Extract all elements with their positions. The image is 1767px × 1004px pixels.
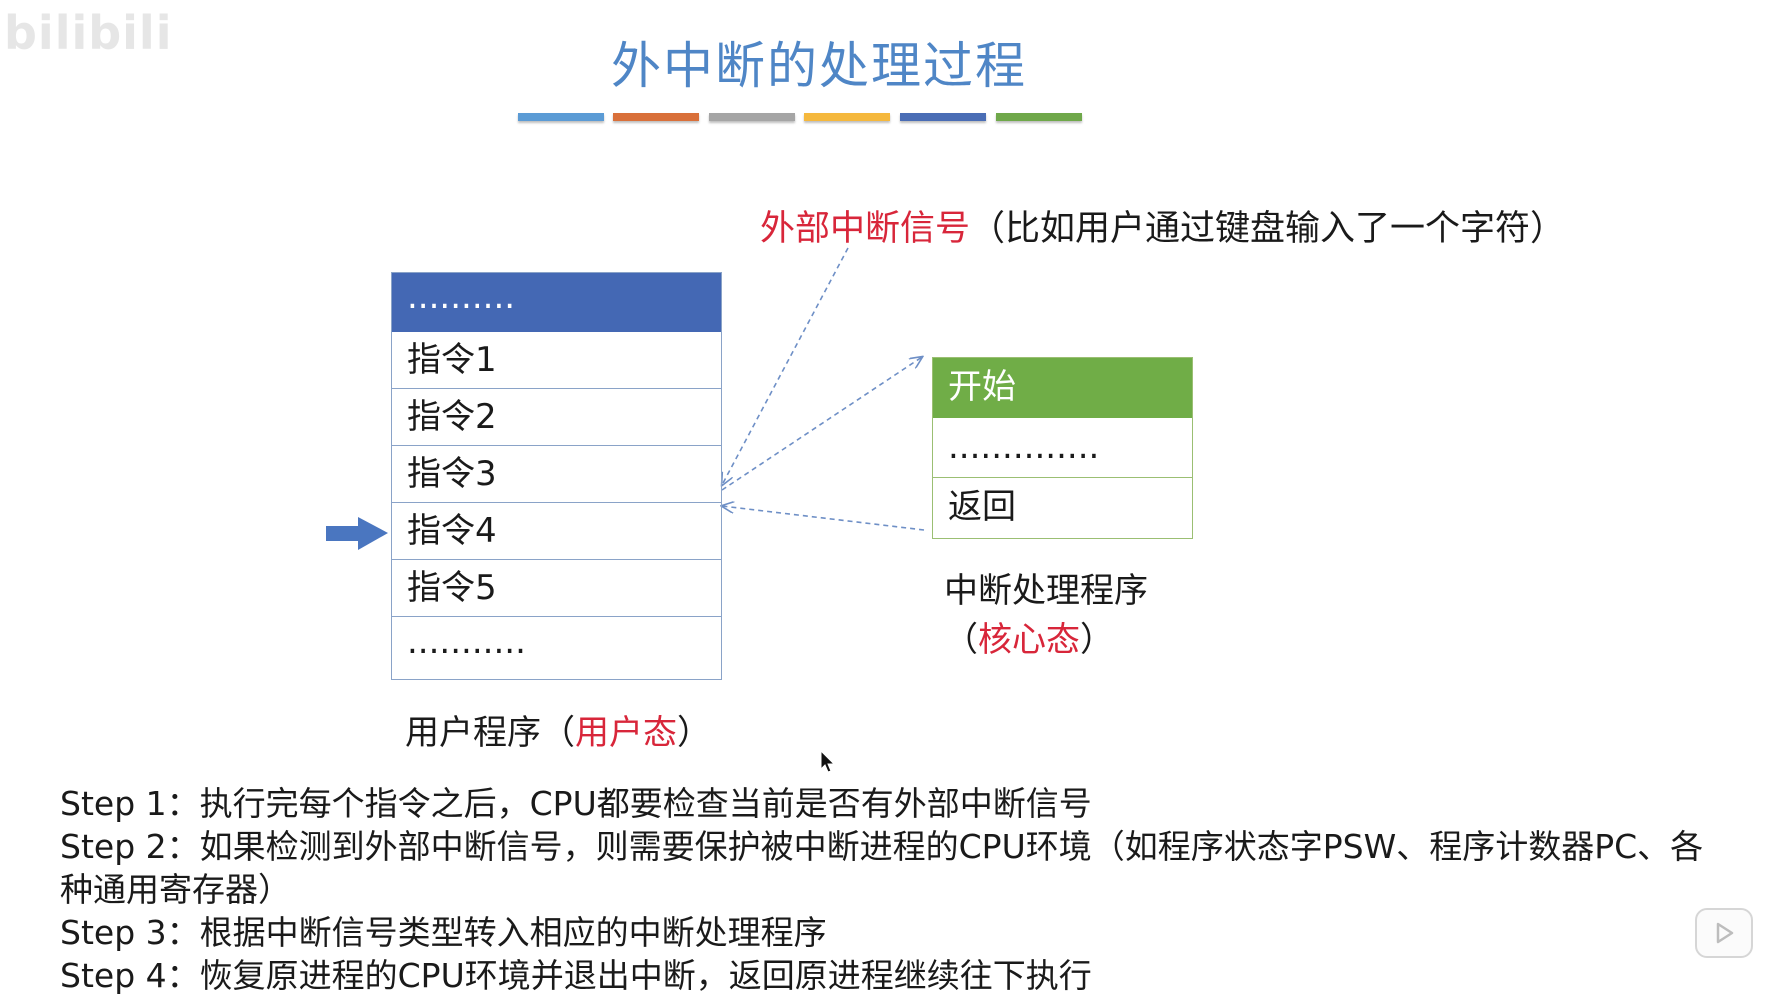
step-item: Step 2：如果检测到外部中断信号，则需要保护被中断进程的CPU环境（如程序状… bbox=[60, 827, 1704, 909]
user-mode-label: 用户态 bbox=[575, 713, 677, 753]
user-program-caption: 用户程序（用户态） bbox=[405, 705, 711, 754]
mouse-cursor-icon bbox=[820, 750, 836, 773]
program-row-current: 指令4 bbox=[392, 503, 721, 560]
current-instruction-arrow bbox=[326, 517, 388, 550]
title-bar-segment bbox=[613, 113, 699, 121]
user-program-table: .......... 指令1 指令2 指令3 指令4 指令5 .........… bbox=[391, 272, 722, 680]
caption-suffix: ） bbox=[1080, 620, 1114, 660]
caption-prefix: （ bbox=[944, 620, 978, 660]
step-item: Step 1：执行完每个指令之后，CPU都要检查当前是否有外部中断信号 bbox=[60, 784, 1092, 823]
play-icon bbox=[1716, 922, 1734, 944]
title-bar-segment bbox=[996, 113, 1082, 121]
program-to-handler-arrow bbox=[721, 357, 922, 491]
page-title: 外中断的处理过程 bbox=[611, 37, 1027, 95]
program-row: 指令3 bbox=[392, 446, 721, 503]
title-bar-segment bbox=[900, 113, 986, 121]
program-row: ........... bbox=[407, 622, 526, 662]
program-row-header: .......... bbox=[392, 273, 721, 332]
step-item: Step 4：恢复原进程的CPU环境并退出中断，返回原进程继续往下执行 bbox=[60, 956, 1092, 995]
signal-note: （比如用户通过键盘输入了一个字符） bbox=[970, 209, 1566, 249]
handler-caption-title: 中断处理程序 bbox=[944, 571, 1148, 611]
interrupt-handler-table: 开始 .............. 返回 bbox=[932, 357, 1193, 539]
handler-row-start: 开始 bbox=[933, 358, 1192, 418]
steps-list: Step 1：执行完每个指令之后，CPU都要检查当前是否有外部中断信号 Step… bbox=[60, 782, 1720, 997]
handler-caption: 中断处理程序 （核心态） bbox=[944, 563, 1148, 661]
handler-return-arrow bbox=[722, 506, 925, 531]
video-play-button[interactable] bbox=[1695, 908, 1753, 958]
title-bar-segment bbox=[709, 113, 795, 121]
handler-row: .............. bbox=[933, 418, 1192, 478]
handler-row-return: 返回 bbox=[948, 487, 1016, 527]
title-bar-segment bbox=[518, 113, 604, 121]
caption-prefix: 用户程序（ bbox=[405, 713, 575, 753]
kernel-mode-label: 核心态 bbox=[978, 620, 1080, 660]
signal-to-program-arrow bbox=[722, 247, 849, 485]
program-row: 指令5 bbox=[392, 560, 721, 617]
caption-suffix: ） bbox=[677, 713, 711, 753]
title-bar-segment bbox=[804, 113, 890, 121]
bilibili-watermark: bilibili bbox=[4, 6, 173, 60]
step-item: Step 3：根据中断信号类型转入相应的中断处理程序 bbox=[60, 913, 827, 952]
program-row: 指令1 bbox=[392, 332, 721, 389]
interrupt-signal-label: 外部中断信号（比如用户通过键盘输入了一个字符） bbox=[760, 200, 1565, 251]
program-row: 指令2 bbox=[392, 389, 721, 446]
handler-caption-mode-line: （核心态） bbox=[944, 612, 1148, 661]
signal-label: 外部中断信号 bbox=[760, 209, 971, 249]
